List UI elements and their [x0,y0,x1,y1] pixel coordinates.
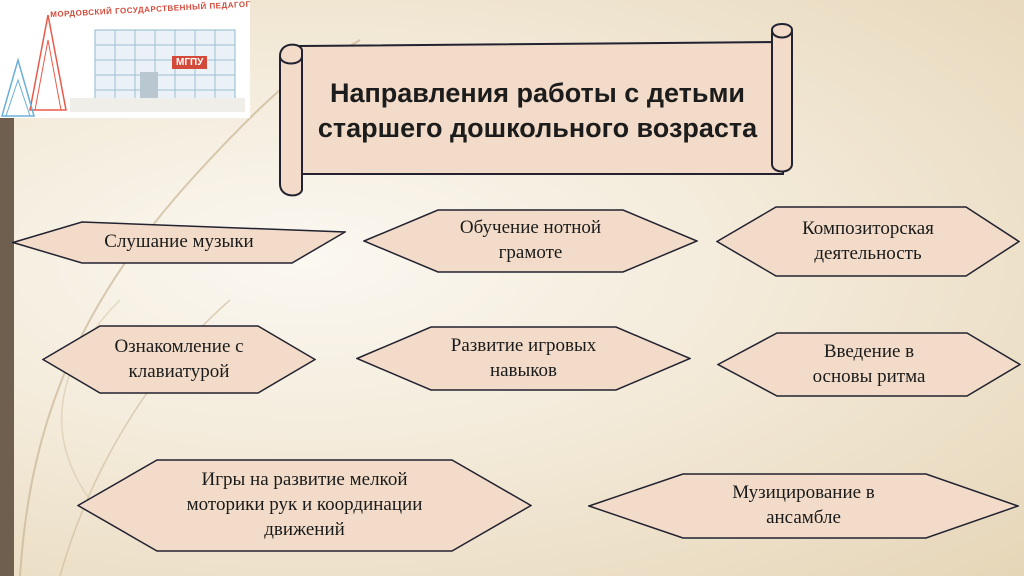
direction-label: Музицирование в ансамбле [732,482,875,528]
university-building-image [1,14,245,117]
direction-label: Обучение нотной грамоте [459,217,602,263]
hexagon-shape [716,206,1020,277]
hexagon-shape [588,473,1019,539]
logo-badge: МГПУ [172,56,208,69]
direction-label: Введение в основы ритма [812,340,926,387]
direction-label: Слушание музыки [104,231,254,253]
direction-keyboard: Ознакомление с клавиатурой [42,325,316,394]
direction-label: Ознакомление с клавиатурой [114,335,244,382]
direction-composing: Композиторская деятельность [716,206,1020,277]
hexagon-shape [12,221,346,264]
title-scroll-banner [279,23,793,197]
hexagon-shape [42,325,316,394]
hexagon-shape [77,459,532,552]
hexagon-shape [363,209,698,273]
direction-notation: Обучение нотной грамоте [363,209,698,273]
direction-label: Развитие игровых навыков [450,334,597,381]
university-logo: МОРДОВСКИЙ ГОСУДАРСТВЕННЫЙ ПЕДАГОГИЧЕСКИ… [0,0,250,118]
left-accent-bar [0,0,14,576]
direction-motor-skills: Игры на развитие мелкой моторики рук и к… [77,459,532,552]
direction-game-skills: Развитие игровых навыков [356,326,691,391]
slide-title: Направления работы с детьми старшего дош… [317,77,758,143]
direction-listening: Слушание музыки [12,221,346,264]
hexagon-shape [717,332,1021,397]
direction-label: Игры на развитие мелкой моторики рук и к… [186,469,423,540]
direction-label: Композиторская деятельность [802,217,934,264]
direction-ensemble: Музицирование в ансамбле [588,473,1019,539]
hexagon-shape [356,326,691,391]
direction-rhythm: Введение в основы ритма [717,332,1021,397]
